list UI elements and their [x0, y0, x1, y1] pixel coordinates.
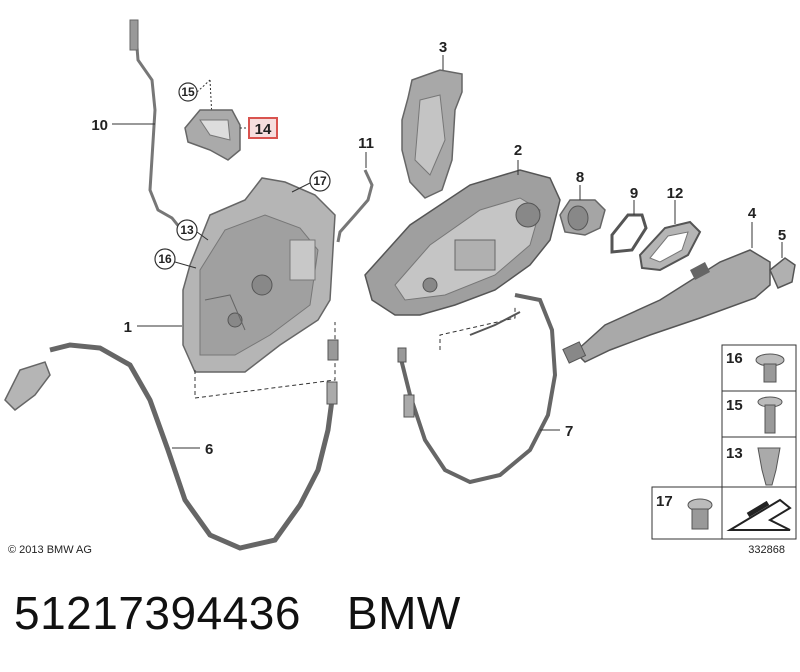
label-16-circle	[154, 248, 176, 270]
label-16: 16	[158, 252, 172, 266]
label-17: 17	[313, 174, 327, 188]
part-7-cable	[397, 293, 558, 485]
legend-label-13: 13	[726, 445, 743, 462]
part-9-gasket	[610, 213, 648, 254]
label-10: 10	[91, 117, 108, 134]
label-5: 5	[778, 227, 786, 244]
label-15: 15	[181, 85, 195, 99]
label-4: 4	[748, 205, 757, 222]
screw-16-icon	[755, 353, 785, 383]
copyright-text: © 2013 BMW AG	[8, 544, 92, 556]
part-11-rod	[336, 169, 374, 243]
label-17-circle	[309, 170, 331, 192]
legend-label-16: 16	[726, 350, 743, 367]
label-2: 2	[514, 142, 522, 159]
label-13: 13	[180, 223, 194, 237]
part-6-cable	[4, 339, 339, 551]
arrow-icon	[726, 498, 792, 531]
part-14-bracket	[184, 109, 241, 161]
part-1-door-lock	[182, 177, 336, 373]
label-9: 9	[630, 185, 638, 202]
part-8-lock-cylinder	[559, 199, 606, 236]
parts-diagram: 10 15 14 1 17 13 16 11 3	[4, 19, 797, 556]
fastener-legend: 16 15 13 17	[651, 344, 797, 540]
legend-label-17: 17	[656, 493, 673, 510]
label-7: 7	[565, 423, 573, 440]
part-10-rod	[129, 19, 182, 229]
brand-name: BMW	[346, 587, 461, 639]
part-2-handle-carrier	[364, 169, 561, 316]
clip-13-icon	[757, 447, 781, 486]
part-4-outer-handle	[562, 249, 771, 364]
label-11: 11	[358, 135, 374, 152]
label-1: 1	[124, 319, 132, 336]
label-14: 14	[255, 121, 272, 138]
label-3: 3	[439, 39, 447, 56]
part-number: 51217394436	[14, 587, 301, 639]
part-number-caption: 51217394436 BMW	[14, 586, 461, 640]
label-12: 12	[667, 185, 684, 202]
label-13-circle	[176, 219, 198, 241]
drawing-number: 332868	[748, 544, 785, 556]
part-12-gasket	[638, 220, 702, 272]
legend-label-15: 15	[726, 397, 743, 414]
part-3-cover	[401, 69, 463, 199]
label-14-box	[248, 117, 278, 139]
label-6: 6	[205, 441, 213, 458]
label-8: 8	[576, 169, 584, 186]
screw-15-icon	[757, 396, 783, 434]
part-5-cap	[769, 257, 796, 289]
screw-17-icon	[687, 498, 713, 530]
